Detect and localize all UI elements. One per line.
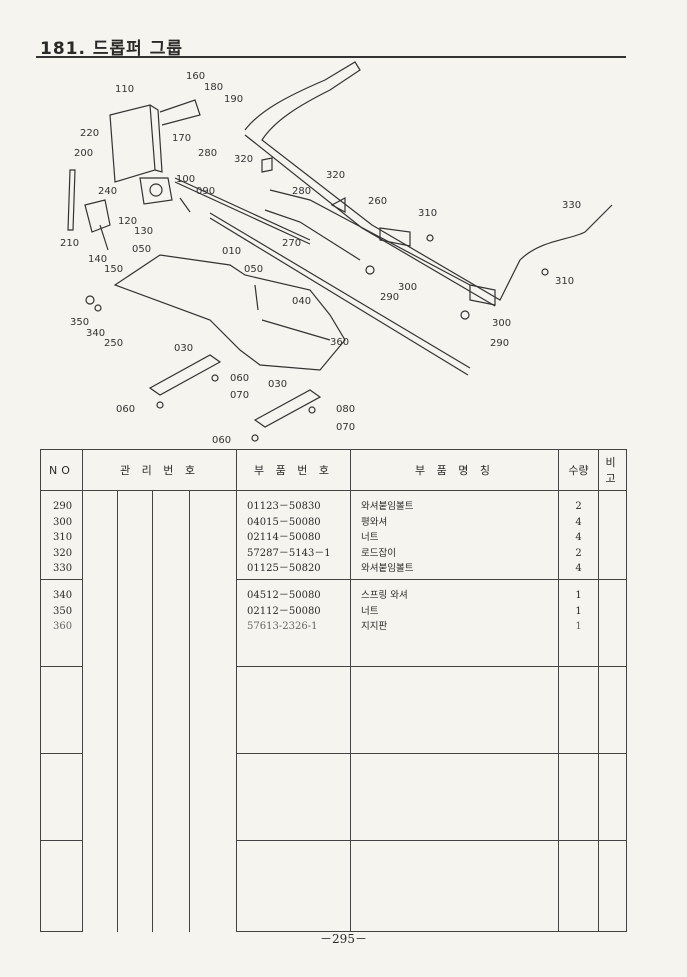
callout-label: 060: [116, 404, 135, 415]
callout-label: 220: [80, 128, 99, 139]
cell-quantity: 4: [575, 516, 582, 528]
callout-label: 300: [492, 318, 511, 329]
callout-label: 280: [292, 186, 311, 197]
cell-no: 360: [53, 621, 73, 632]
callout-label: 050: [132, 244, 151, 255]
table-row-empty: [40, 840, 628, 932]
callout-label: 040: [292, 296, 311, 307]
cell-part-no: 04015－50080: [247, 516, 321, 528]
cell-part-no: 57287－5143－1: [247, 547, 331, 559]
callout-label: 310: [418, 208, 437, 219]
cell-quantity: 2: [575, 501, 582, 512]
callout-label: 170: [172, 133, 191, 144]
cell-quantity: 1: [575, 621, 582, 632]
cell-part-no: 04512－50080: [247, 590, 321, 601]
callout-label: 070: [336, 422, 355, 433]
cell-no: 350: [53, 605, 73, 617]
header-management-no: 관 리 번 호: [81, 449, 238, 491]
cell-part-name: 지지판: [361, 621, 388, 632]
header-part-no: 부 품 번 호: [236, 449, 352, 491]
header-part-name: 부 품 명 칭: [350, 449, 560, 491]
callout-label: 160: [186, 71, 205, 82]
cell-part-no: 02112－50080: [247, 605, 321, 617]
callout-label: 120: [118, 216, 137, 227]
parts-table: NO 관 리 번 호 부 품 번 호 부 품 명 칭 수량 비 고 290 30…: [40, 449, 628, 932]
header-remarks: 비 고: [598, 449, 628, 491]
cell-part-name: 평와셔: [361, 516, 388, 528]
cell-no: 330: [53, 563, 73, 574]
callout-label: 290: [490, 338, 509, 349]
callout-label: 320: [234, 154, 253, 165]
cell-no: 300: [53, 516, 73, 528]
callout-label: 150: [104, 264, 123, 275]
cell-part-name: 너트: [361, 605, 379, 617]
cell-no: 310: [53, 532, 73, 543]
callout-label: 270: [282, 238, 301, 249]
callout-label: 210: [60, 238, 79, 249]
callout-label: 310: [555, 276, 574, 287]
table-row-empty: [40, 753, 628, 841]
cell-no: 320: [53, 547, 73, 559]
cell-part-no: 02114－50080: [247, 532, 321, 543]
cell-no: 290: [53, 501, 73, 512]
cell-quantity: 4: [575, 563, 582, 574]
callout-label: 080: [336, 404, 355, 415]
diagram-callouts: 110 160 180 190 220 170 200 280 320 100 …: [60, 71, 581, 446]
callout-label: 060: [212, 435, 231, 446]
callout-label: 240: [98, 186, 117, 197]
table-row-group: 290 300 310 320 330 01123－50830 04015－50…: [40, 490, 628, 580]
header-quantity: 수량: [558, 449, 600, 491]
cell-part-name: 와셔붙임볼트: [361, 501, 414, 512]
title-rule: [36, 56, 626, 58]
callout-label: 140: [88, 254, 107, 265]
callout-label: 340: [86, 328, 105, 339]
callout-label: 030: [268, 379, 287, 390]
callout-label: 070: [230, 390, 249, 401]
cell-part-name: 와셔붙임볼트: [361, 563, 414, 574]
table-row-empty: [40, 666, 628, 754]
callout-label: 330: [562, 200, 581, 211]
callout-label: 030: [174, 343, 193, 354]
callout-label: 190: [224, 94, 243, 105]
callout-label: 250: [104, 338, 123, 349]
page-number: －295－: [320, 932, 367, 946]
callout-label: 260: [368, 196, 387, 207]
table-row-group: 340 350 360 04512－50080 02112－50080 5761…: [40, 579, 628, 667]
callout-label: 360: [330, 337, 349, 348]
callout-label: 050: [244, 264, 263, 275]
cell-part-no: 01125－50820: [247, 563, 321, 574]
header-no: NO: [40, 449, 83, 491]
callout-label: 180: [204, 82, 223, 93]
cell-quantity: 4: [575, 532, 582, 543]
cell-no: 340: [53, 590, 73, 601]
callout-label: 060: [230, 373, 249, 384]
callout-label: 350: [70, 317, 89, 328]
cell-part-name: 스프링 와셔: [361, 590, 408, 601]
callout-label: 280: [198, 148, 217, 159]
callout-label: 010: [222, 246, 241, 257]
cell-quantity: 1: [575, 605, 582, 617]
callout-label: 100: [176, 174, 195, 185]
page-title: 181. 드롭퍼 그룹: [40, 39, 183, 59]
cell-quantity: 1: [575, 590, 582, 601]
exploded-parts-diagram: 110 160 180 190 220 170 200 280 320 100 …: [60, 61, 613, 446]
callout-label: 290: [380, 292, 399, 303]
callout-label: 110: [115, 84, 134, 95]
callout-label: 200: [74, 148, 93, 159]
cell-part-no: 57613-2326-1: [247, 621, 318, 632]
cell-part-name: 로드잡이: [361, 547, 397, 559]
callout-label: 300: [398, 282, 417, 293]
callout-label: 320: [326, 170, 345, 181]
callout-label: 130: [134, 226, 153, 237]
table-header-row: NO 관 리 번 호 부 품 번 호 부 품 명 칭 수량 비 고: [40, 449, 628, 491]
cell-part-no: 01123－50830: [247, 501, 321, 512]
cell-part-name: 너트: [361, 532, 379, 543]
cell-quantity: 2: [575, 547, 582, 559]
callout-label: 090: [196, 186, 215, 197]
